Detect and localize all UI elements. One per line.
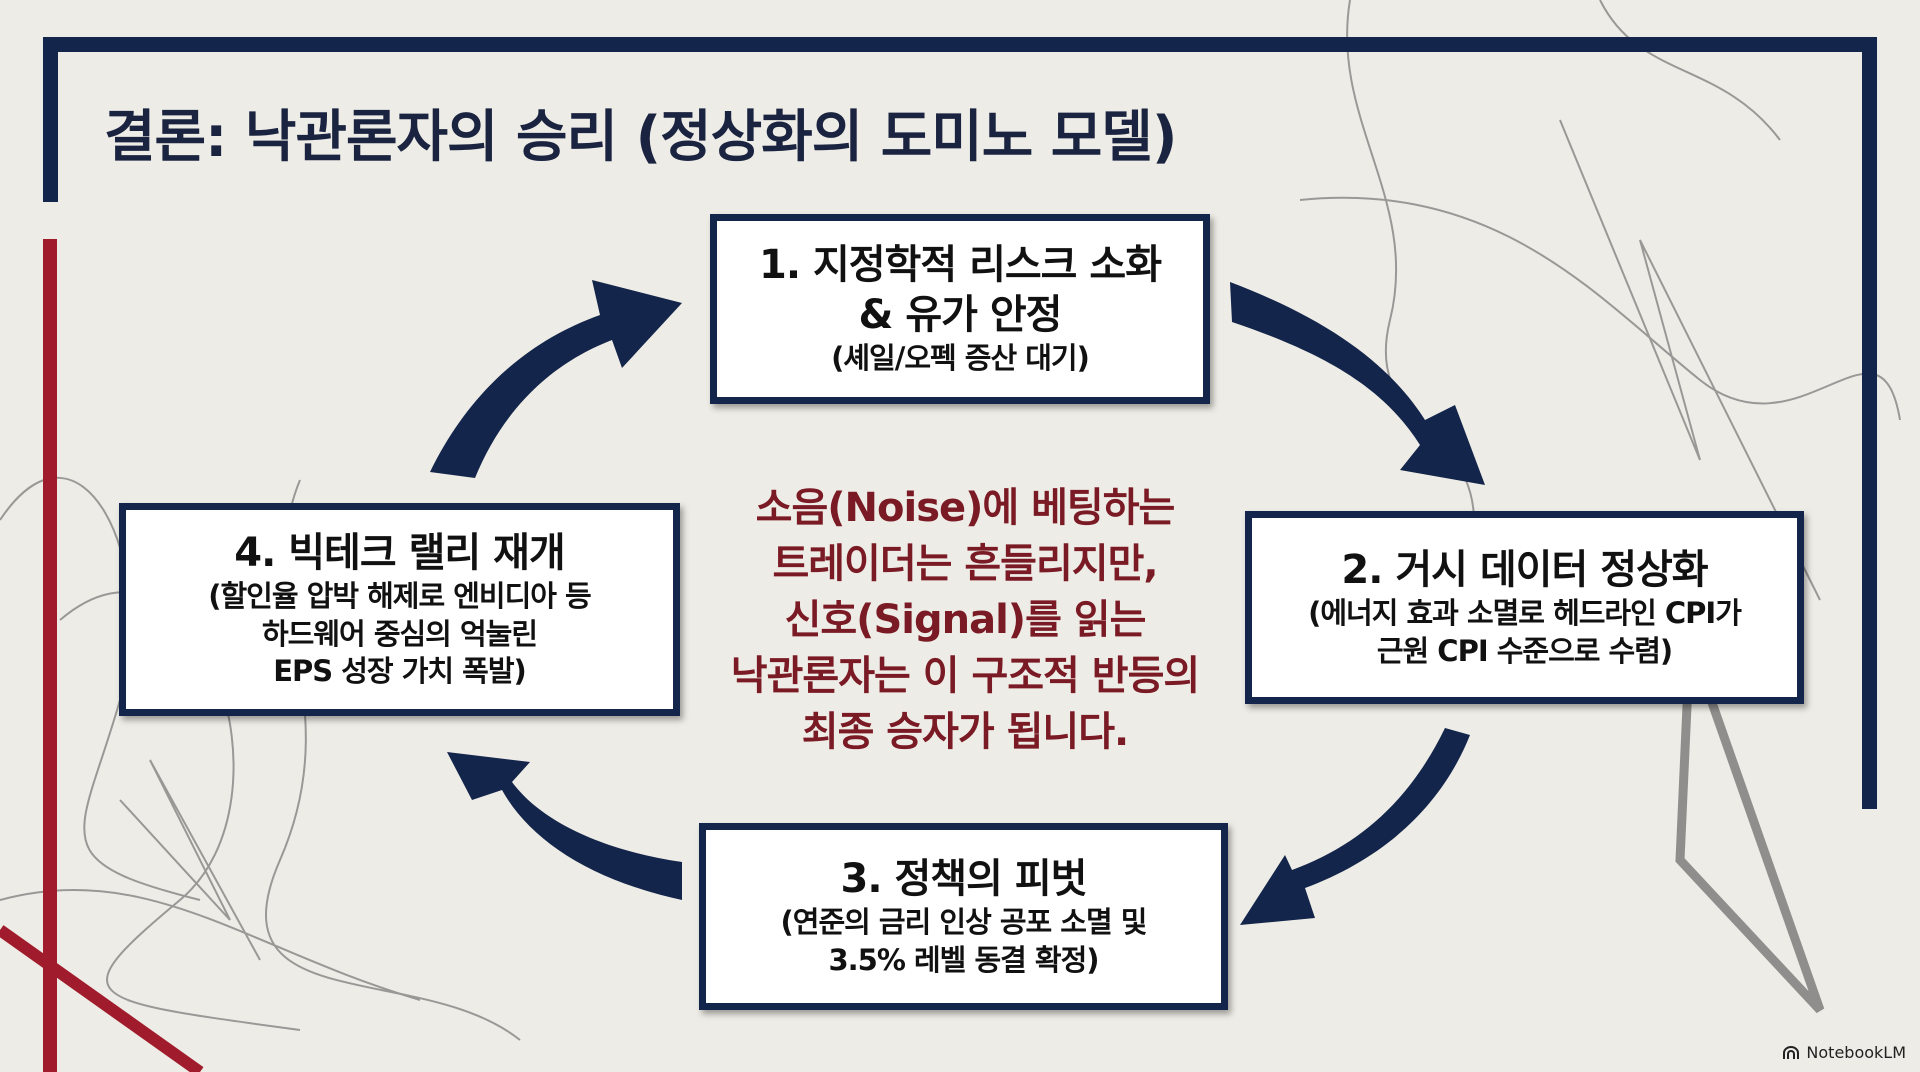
triangle-scribble xyxy=(1675,638,1825,1014)
brand-label: NotebookLM xyxy=(1806,1043,1906,1062)
center-message-line: 낙관론자는 이 구조적 반등의 xyxy=(730,653,1200,699)
center-message-line: 소음(Noise)에 베팅하는 xyxy=(755,485,1176,531)
step-2-heading: 2. 거시 데이터 정상화 xyxy=(1341,546,1708,593)
arrow-step1-to-step2 xyxy=(1230,282,1485,485)
step-3-detail-line2: 3.5% 레벨 동결 확정) xyxy=(828,942,1099,977)
step-box-2: 2. 거시 데이터 정상화 (에너지 효과 소멸로 헤드라인 CPI가 근원 C… xyxy=(1245,511,1804,704)
red-diagonal-bar xyxy=(0,925,204,1072)
page-title: 결론: 낙관론자의 승리 (정상화의 도미노 모델) xyxy=(104,105,1177,170)
step-1-detail: (셰일/오펙 증산 대기) xyxy=(831,341,1090,376)
frame-top-bar xyxy=(43,37,1877,52)
center-message-line: 트레이더는 흔들리지만, xyxy=(772,541,1158,587)
frame-right-bar xyxy=(1862,37,1877,809)
step-4-detail-line3: EPS 성장 가치 폭발) xyxy=(273,654,527,689)
step-2-detail: (에너지 효과 소멸로 헤드라인 CPI가 xyxy=(1308,595,1742,630)
arrow-step2-to-step3 xyxy=(1240,728,1470,925)
notebooklm-logo-icon xyxy=(1783,1045,1800,1059)
step-box-4: 4. 빅테크 랠리 재개 (할인율 압박 해제로 엔비디아 등 하드웨어 중심의… xyxy=(119,503,680,716)
step-4-heading: 4. 빅테크 랠리 재개 xyxy=(234,529,565,576)
step-box-3: 3. 정책의 피벗 (연준의 금리 인상 공포 소멸 및 3.5% 레벨 동결 … xyxy=(699,823,1228,1010)
step-box-1: 1. 지정학적 리스크 소화 & 유가 안정 (셰일/오펙 증산 대기) xyxy=(710,214,1210,404)
frame-left-bar xyxy=(43,37,58,202)
step-3-heading: 3. 정책의 피벗 xyxy=(840,855,1088,902)
step-4-detail: (할인율 압박 해제로 엔비디아 등 xyxy=(208,578,591,613)
step-1-heading: 1. 지정학적 리스크 소화 xyxy=(758,242,1162,289)
center-message-line: 최종 승자가 됩니다. xyxy=(801,709,1129,755)
step-1-heading-line2: & 유가 안정 xyxy=(858,292,1063,339)
center-message: 소음(Noise)에 베팅하는 트레이더는 흔들리지만, 신호(Signal)를… xyxy=(700,480,1230,760)
step-2-detail-line2: 근원 CPI 수준으로 수렴) xyxy=(1376,633,1673,668)
notebooklm-watermark: NotebookLM xyxy=(1782,1043,1906,1062)
center-message-line: 신호(Signal)를 읽는 xyxy=(784,597,1147,643)
arrow-step3-to-step4 xyxy=(447,752,682,900)
step-3-detail: (연준의 금리 인상 공포 소멸 및 xyxy=(780,904,1148,939)
step-4-detail-line2: 하드웨어 중심의 억눌린 xyxy=(262,616,538,651)
red-vertical-bar xyxy=(43,239,57,1072)
arrow-step4-to-step1 xyxy=(430,280,682,478)
